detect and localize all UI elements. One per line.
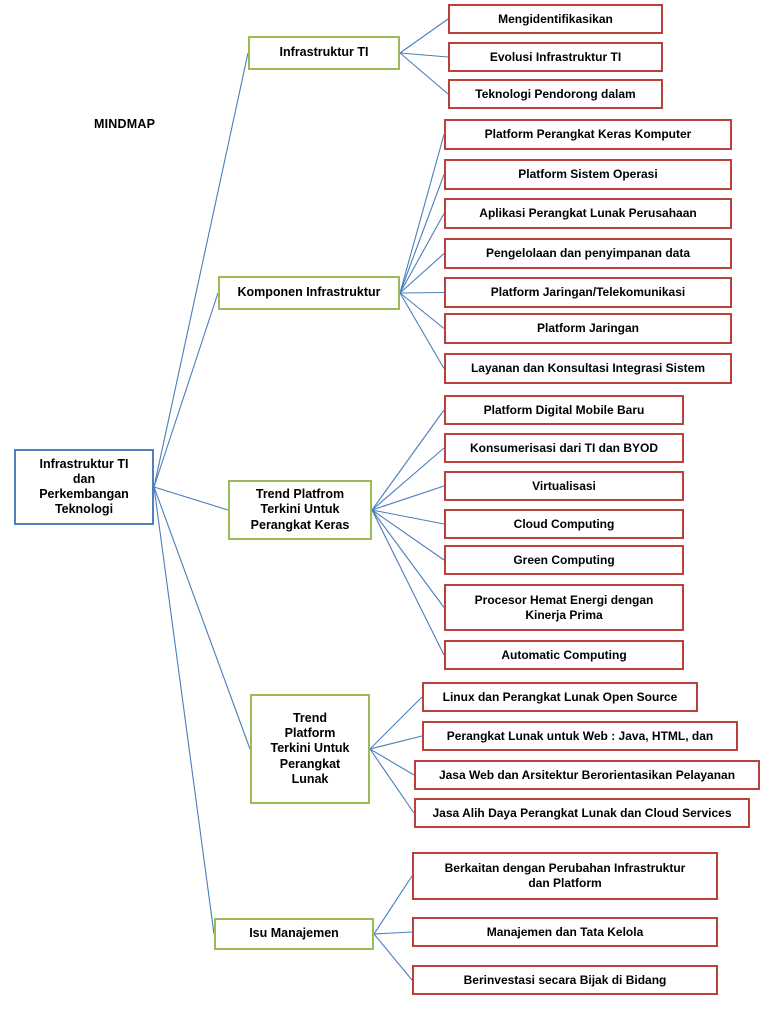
- leaf-node[interactable]: Platform Jaringan: [444, 313, 732, 344]
- connector-line: [153, 52, 249, 488]
- connector-line: [369, 735, 423, 750]
- connector-line: [153, 486, 229, 511]
- leaf-node[interactable]: Perangkat Lunak untuk Web : Java, HTML, …: [422, 721, 738, 751]
- leaf-node[interactable]: Procesor Hemat Energi dengan Kinerja Pri…: [444, 584, 684, 631]
- connector-line: [399, 52, 449, 58]
- leaf-node[interactable]: Berinvestasi secara Bijak di Bidang: [412, 965, 718, 995]
- connector-line: [371, 509, 445, 561]
- connector-line: [371, 509, 445, 525]
- connector-line: [399, 292, 445, 329]
- branch-node-isu-manajemen[interactable]: Isu Manajemen: [214, 918, 374, 950]
- connector-line: [399, 291, 445, 294]
- connector-line: [399, 174, 445, 294]
- leaf-node[interactable]: Virtualisasi: [444, 471, 684, 501]
- leaf-node[interactable]: Jasa Alih Daya Perangkat Lunak dan Cloud…: [414, 798, 750, 828]
- diagram-title: MINDMAP: [94, 117, 156, 131]
- connector-line: [399, 253, 445, 294]
- leaf-node[interactable]: Mengidentifikasikan: [448, 4, 663, 34]
- leaf-node[interactable]: Pengelolaan dan penyimpanan data: [444, 238, 732, 269]
- connector-line: [371, 447, 445, 511]
- branch-node-komponen-infrastruktur[interactable]: Komponen Infrastruktur: [218, 276, 400, 310]
- leaf-node[interactable]: Berkaitan dengan Perubahan Infrastruktur…: [412, 852, 718, 900]
- leaf-node[interactable]: Green Computing: [444, 545, 684, 575]
- leaf-node[interactable]: Jasa Web dan Arsitektur Berorientasikan …: [414, 760, 760, 790]
- connector-line: [371, 485, 445, 511]
- branch-node-trend-perangkat-lunak[interactable]: Trend Platform Terkini Untuk Perangkat L…: [250, 694, 370, 804]
- connector-line: [373, 931, 413, 935]
- connector-line: [399, 292, 445, 369]
- connector-line: [369, 696, 423, 750]
- leaf-node[interactable]: Evolusi Infrastruktur TI: [448, 42, 663, 72]
- connector-line: [371, 509, 445, 656]
- leaf-node[interactable]: Manajemen dan Tata Kelola: [412, 917, 718, 947]
- connector-line: [371, 509, 445, 608]
- branch-node-infrastruktur-ti[interactable]: Infrastruktur TI: [248, 36, 400, 70]
- connector-line: [373, 875, 413, 935]
- root-node[interactable]: Infrastruktur TI dan Perkembangan Teknol…: [14, 449, 154, 525]
- leaf-node[interactable]: Linux dan Perangkat Lunak Open Source: [422, 682, 698, 712]
- connector-line: [369, 748, 415, 776]
- leaf-node[interactable]: Layanan dan Konsultasi Integrasi Sistem: [444, 353, 732, 384]
- branch-node-trend-perangkat-keras[interactable]: Trend Platfrom Terkini Untuk Perangkat K…: [228, 480, 372, 540]
- connector-line: [399, 213, 445, 294]
- connector-line: [371, 409, 445, 511]
- leaf-node[interactable]: Teknologi Pendorong dalam: [448, 79, 663, 109]
- connector-line: [373, 933, 413, 981]
- leaf-node[interactable]: Platform Jaringan/Telekomunikasi: [444, 277, 732, 308]
- leaf-node[interactable]: Platform Sistem Operasi: [444, 159, 732, 190]
- connector-line: [399, 18, 449, 54]
- leaf-node[interactable]: Platform Perangkat Keras Komputer: [444, 119, 732, 150]
- leaf-node[interactable]: Konsumerisasi dari TI dan BYOD: [444, 433, 684, 463]
- connector-line: [369, 748, 415, 814]
- leaf-node[interactable]: Aplikasi Perangkat Lunak Perusahaan: [444, 198, 732, 229]
- connector-line: [399, 134, 445, 294]
- connector-line: [153, 292, 219, 488]
- connector-line: [153, 486, 215, 935]
- connector-line: [399, 52, 449, 95]
- leaf-node[interactable]: Cloud Computing: [444, 509, 684, 539]
- leaf-node[interactable]: Platform Digital Mobile Baru: [444, 395, 684, 425]
- leaf-node[interactable]: Automatic Computing: [444, 640, 684, 670]
